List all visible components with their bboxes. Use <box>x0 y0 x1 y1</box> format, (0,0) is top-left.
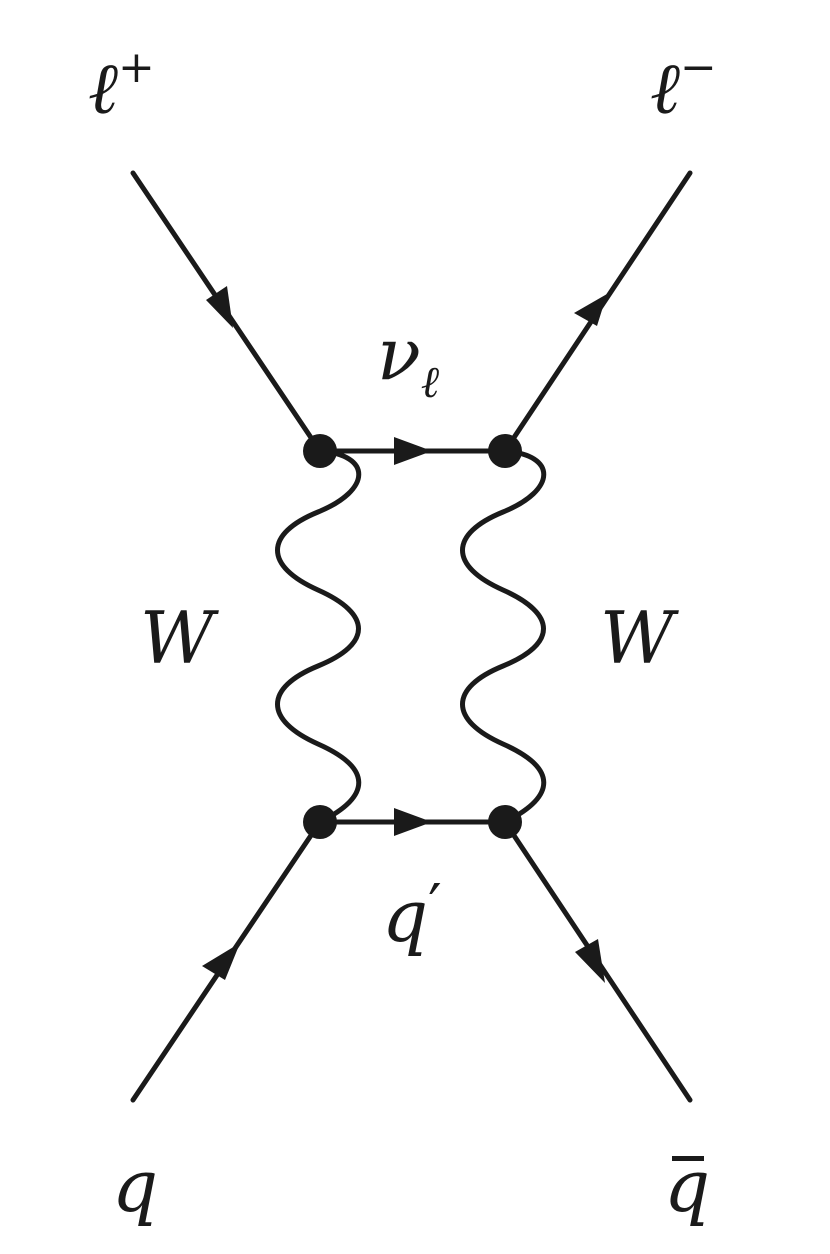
label-negative-lepton: ℓ− <box>650 42 717 130</box>
label-incoming-quark: q <box>112 1144 159 1228</box>
arrow-quark-propagator <box>394 808 432 836</box>
w-boson-left <box>275 448 362 825</box>
arrow-incoming-quark <box>202 943 240 980</box>
label-internal-quark: q′ <box>382 872 442 958</box>
vertex-bottom-left <box>303 805 337 839</box>
label-w-right: W <box>600 596 675 680</box>
label-outgoing-antiquark: q <box>664 1144 711 1228</box>
arrow-incoming-lepton <box>206 286 233 328</box>
w-boson-right <box>460 448 547 825</box>
arrow-neutrino <box>394 437 432 465</box>
label-w-left: W <box>140 596 215 680</box>
vertex-top-right <box>488 434 522 468</box>
arrow-outgoing-lepton <box>574 294 607 326</box>
label-neutrino: νℓ <box>377 312 440 408</box>
vertex-bottom-right <box>488 805 522 839</box>
arrow-outgoing-antiquark <box>575 939 605 983</box>
vertex-top-left <box>303 434 337 468</box>
label-positive-lepton: ℓ+ <box>88 42 155 130</box>
